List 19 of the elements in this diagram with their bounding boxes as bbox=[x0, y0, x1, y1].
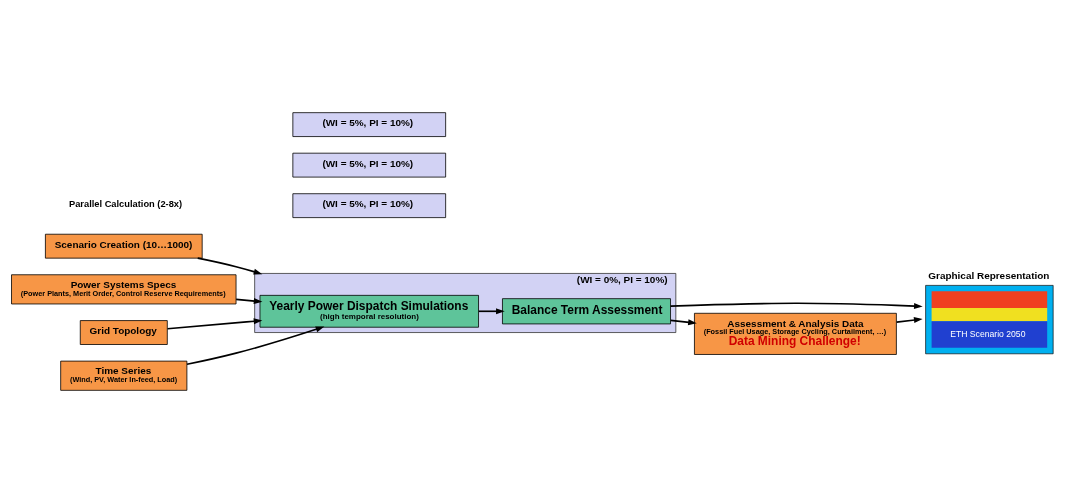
arrow bbox=[235, 297, 263, 304]
node-box: Scenario Creation (10…1000) bbox=[45, 233, 203, 259]
label: Parallel Calculation (2-8x) bbox=[68, 199, 183, 210]
node-box: (WI = 5%, PI = 10%) bbox=[292, 152, 447, 178]
node-box: Balance Term Assessment bbox=[502, 298, 671, 325]
arrow bbox=[186, 326, 325, 366]
arrow bbox=[895, 317, 923, 324]
arrow bbox=[669, 302, 923, 310]
arrow bbox=[166, 318, 263, 330]
node-box: Power Systems Specs (Power Plants, Merit Order, Control Reserve Requirements) bbox=[11, 274, 237, 305]
arrow bbox=[669, 319, 697, 326]
node-box: Assessment & Analysis Data (Fossil Fuel Usage, Storage Cycling, Curtailment, …) Data Mining Challenge! bbox=[694, 312, 897, 355]
node-box: Grid Topology bbox=[79, 320, 168, 345]
node-box: (WI = 5%, PI = 10%) bbox=[292, 112, 447, 137]
node-box: Time Series (Wind, PV, Water In-feed, Load) bbox=[60, 360, 188, 391]
node-label: Graphical Representation bbox=[928, 269, 1050, 281]
arrow bbox=[196, 257, 263, 275]
arrow bbox=[478, 308, 505, 315]
node-box: (WI = 5%, PI = 10%) bbox=[292, 193, 447, 218]
